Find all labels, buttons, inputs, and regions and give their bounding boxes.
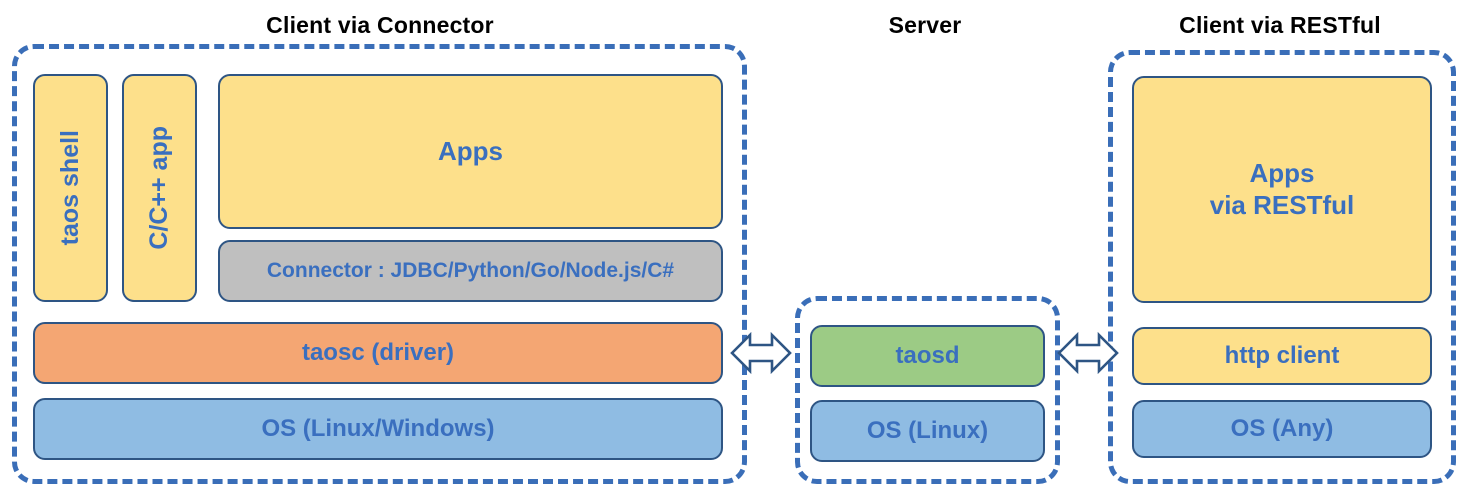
section-title-client-restful: Client via RESTful — [1179, 12, 1381, 38]
node-os-any[interactable]: OS (Any) — [1132, 400, 1432, 458]
node-connector-label: Connector : JDBC/Python/Go/Node.js/C# — [266, 259, 675, 283]
node-os-client-label: OS (Linux/Windows) — [261, 415, 495, 443]
node-cpp-app-label: C/C++ app — [145, 126, 174, 250]
node-taosc-driver[interactable]: taosc (driver) — [33, 322, 723, 384]
node-apps-via-restful-line2: via RESTful — [1209, 189, 1355, 220]
node-taos-shell-label: taos shell — [56, 130, 85, 246]
node-taosc-driver-label: taosc (driver) — [301, 339, 455, 367]
node-taosd-label: taosd — [895, 342, 960, 370]
node-apps-via-restful[interactable]: Apps via RESTful — [1132, 76, 1432, 303]
node-http-client[interactable]: http client — [1132, 327, 1432, 385]
node-http-client-label: http client — [1224, 342, 1340, 370]
node-cpp-app[interactable]: C/C++ app — [122, 74, 197, 302]
node-os-client[interactable]: OS (Linux/Windows) — [33, 398, 723, 460]
node-taosd[interactable]: taosd — [810, 325, 1045, 387]
node-apps[interactable]: Apps — [218, 74, 723, 229]
group-client-restful — [1108, 50, 1456, 484]
node-os-any-label: OS (Any) — [1230, 415, 1334, 443]
double-arrow-icon-right — [1057, 325, 1119, 381]
node-os-server-label: OS (Linux) — [866, 417, 989, 445]
node-apps-label: Apps — [438, 135, 503, 166]
group-server — [795, 296, 1060, 484]
node-apps-via-restful-line1: Apps — [1249, 157, 1315, 188]
node-os-server[interactable]: OS (Linux) — [810, 400, 1045, 462]
group-client-connector — [12, 44, 747, 484]
double-arrow-icon-left — [730, 325, 792, 381]
section-title-server: Server — [888, 12, 962, 38]
section-title-client-connector: Client via Connector — [266, 12, 494, 38]
node-taos-shell[interactable]: taos shell — [33, 74, 108, 302]
node-connector[interactable]: Connector : JDBC/Python/Go/Node.js/C# — [218, 240, 723, 302]
node-apps-via-restful-label: Apps via RESTful — [1210, 158, 1354, 221]
